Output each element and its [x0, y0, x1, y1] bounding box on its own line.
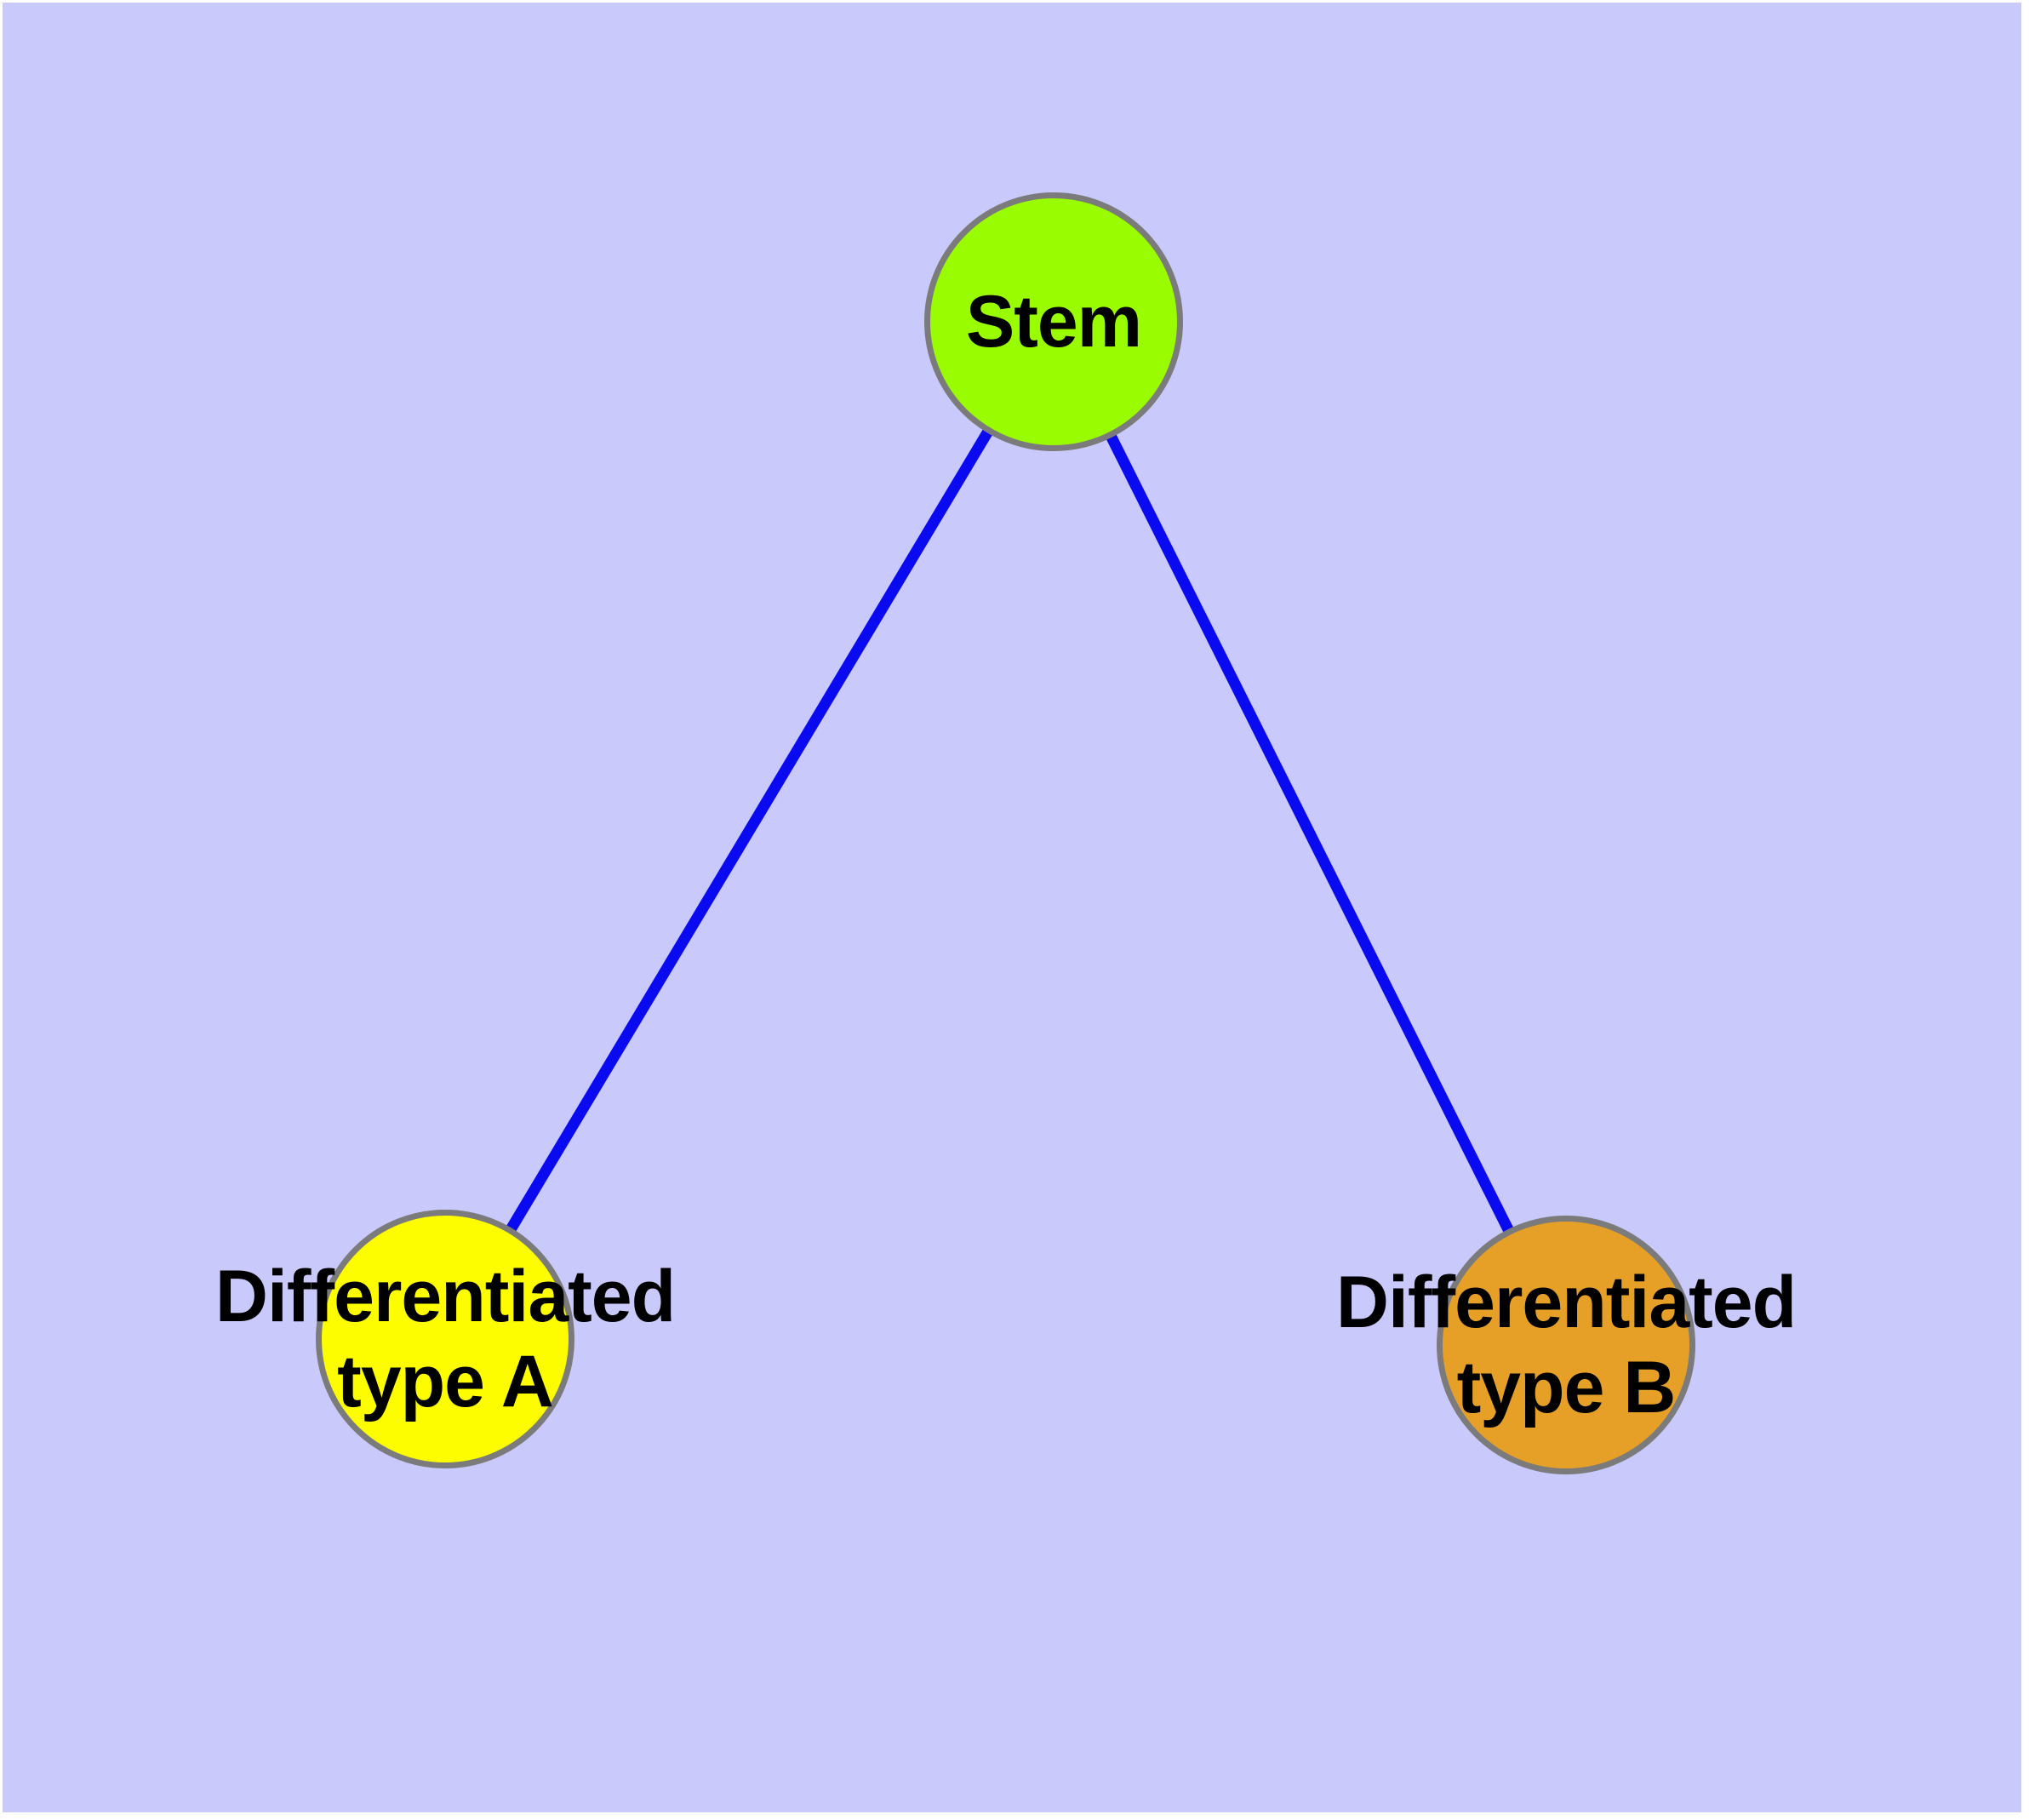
node-label-stem: Stem — [965, 279, 1142, 364]
label-line: Stem — [965, 281, 1142, 363]
node-label-differentiated-type-a: Differentiated type A — [214, 1254, 676, 1424]
label-line: type A — [337, 1341, 554, 1422]
edge-stem-to-type-b — [1049, 319, 1571, 1348]
edge-stem-to-type-a — [440, 318, 1059, 1342]
node-circle-stem — [924, 192, 1183, 451]
node-circle-differentiated-type-a — [316, 1210, 574, 1468]
label-line: Differentiated — [1335, 1262, 1797, 1343]
label-line: Differentiated — [214, 1256, 676, 1337]
label-line: type B — [1456, 1347, 1677, 1428]
node-circle-differentiated-type-b — [1437, 1216, 1695, 1474]
node-label-differentiated-type-b: Differentiated type B — [1335, 1260, 1797, 1430]
